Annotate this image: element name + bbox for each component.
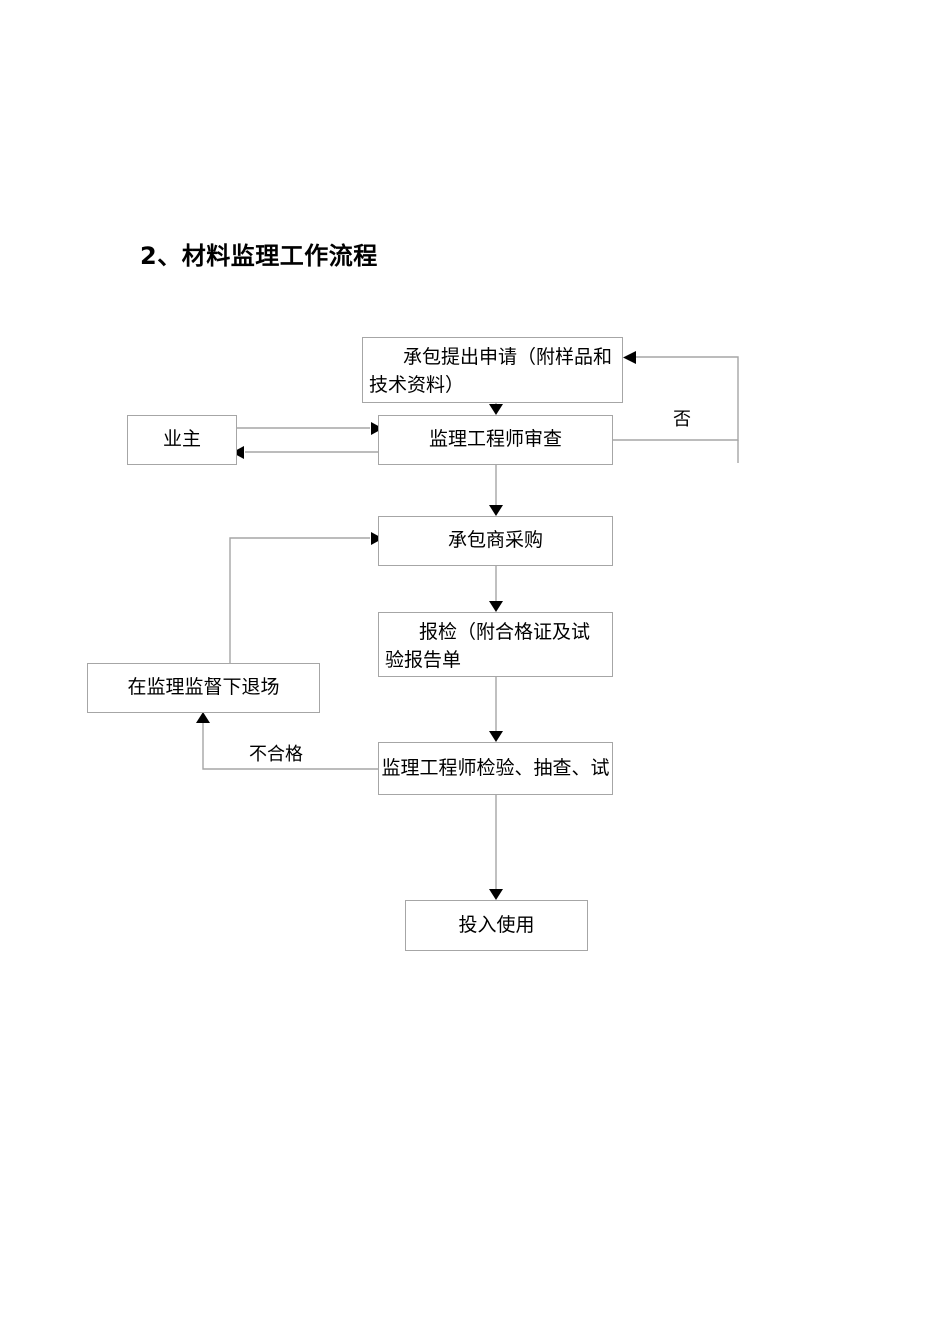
node-apply-label: 承包提出申请（附样品和技术资料） — [369, 347, 613, 396]
edge-review-no-loop — [613, 356, 739, 441]
edge-label-no: 否 — [673, 409, 691, 429]
arrowhead-review-to-purchase — [489, 505, 503, 516]
node-inspect-label: 监理工程师检验、抽查、试 — [381, 758, 610, 779]
arrowhead-purchase-to-report — [489, 601, 503, 612]
node-report-label: 报检（附合格证及试验报告单 — [385, 622, 591, 671]
node-use[interactable]: 投入使用 — [405, 900, 588, 951]
node-owner[interactable]: 业主 — [127, 415, 237, 465]
edge-exit-to-purchase — [229, 537, 370, 663]
arrowhead-apply-to-review — [489, 404, 503, 415]
node-purchase-label: 承包商采购 — [447, 530, 543, 551]
arrowhead-exit-to-purchase — [371, 532, 383, 545]
arrowhead-review-to-owner — [232, 446, 244, 459]
arrowhead-inspect-to-use — [489, 889, 503, 900]
node-apply[interactable]: 承包提出申请（附样品和技术资料） — [362, 337, 623, 403]
arrowhead-no-loop-to-apply — [623, 351, 636, 364]
arrowhead-inspect-to-exit — [196, 712, 210, 723]
page-title: 2、材料监理工作流程 — [140, 242, 378, 270]
edge-label-unqualified: 不合格 — [249, 744, 303, 764]
node-exit[interactable]: 在监理监督下退场 — [87, 663, 320, 713]
node-report[interactable]: 报检（附合格证及试验报告单 — [378, 612, 613, 677]
arrowhead-report-to-inspect — [489, 731, 503, 742]
node-purchase[interactable]: 承包商采购 — [378, 516, 613, 566]
node-review[interactable]: 监理工程师审查 — [378, 415, 613, 465]
node-use-label: 投入使用 — [458, 915, 535, 936]
node-inspect[interactable]: 监理工程师检验、抽查、试 — [378, 742, 613, 795]
arrowhead-owner-to-review — [371, 422, 383, 435]
edge-inspect-to-exit — [202, 722, 378, 770]
node-owner-label: 业主 — [162, 429, 201, 450]
node-review-label: 监理工程师审查 — [428, 429, 562, 450]
node-exit-label: 在监理监督下退场 — [127, 677, 280, 698]
